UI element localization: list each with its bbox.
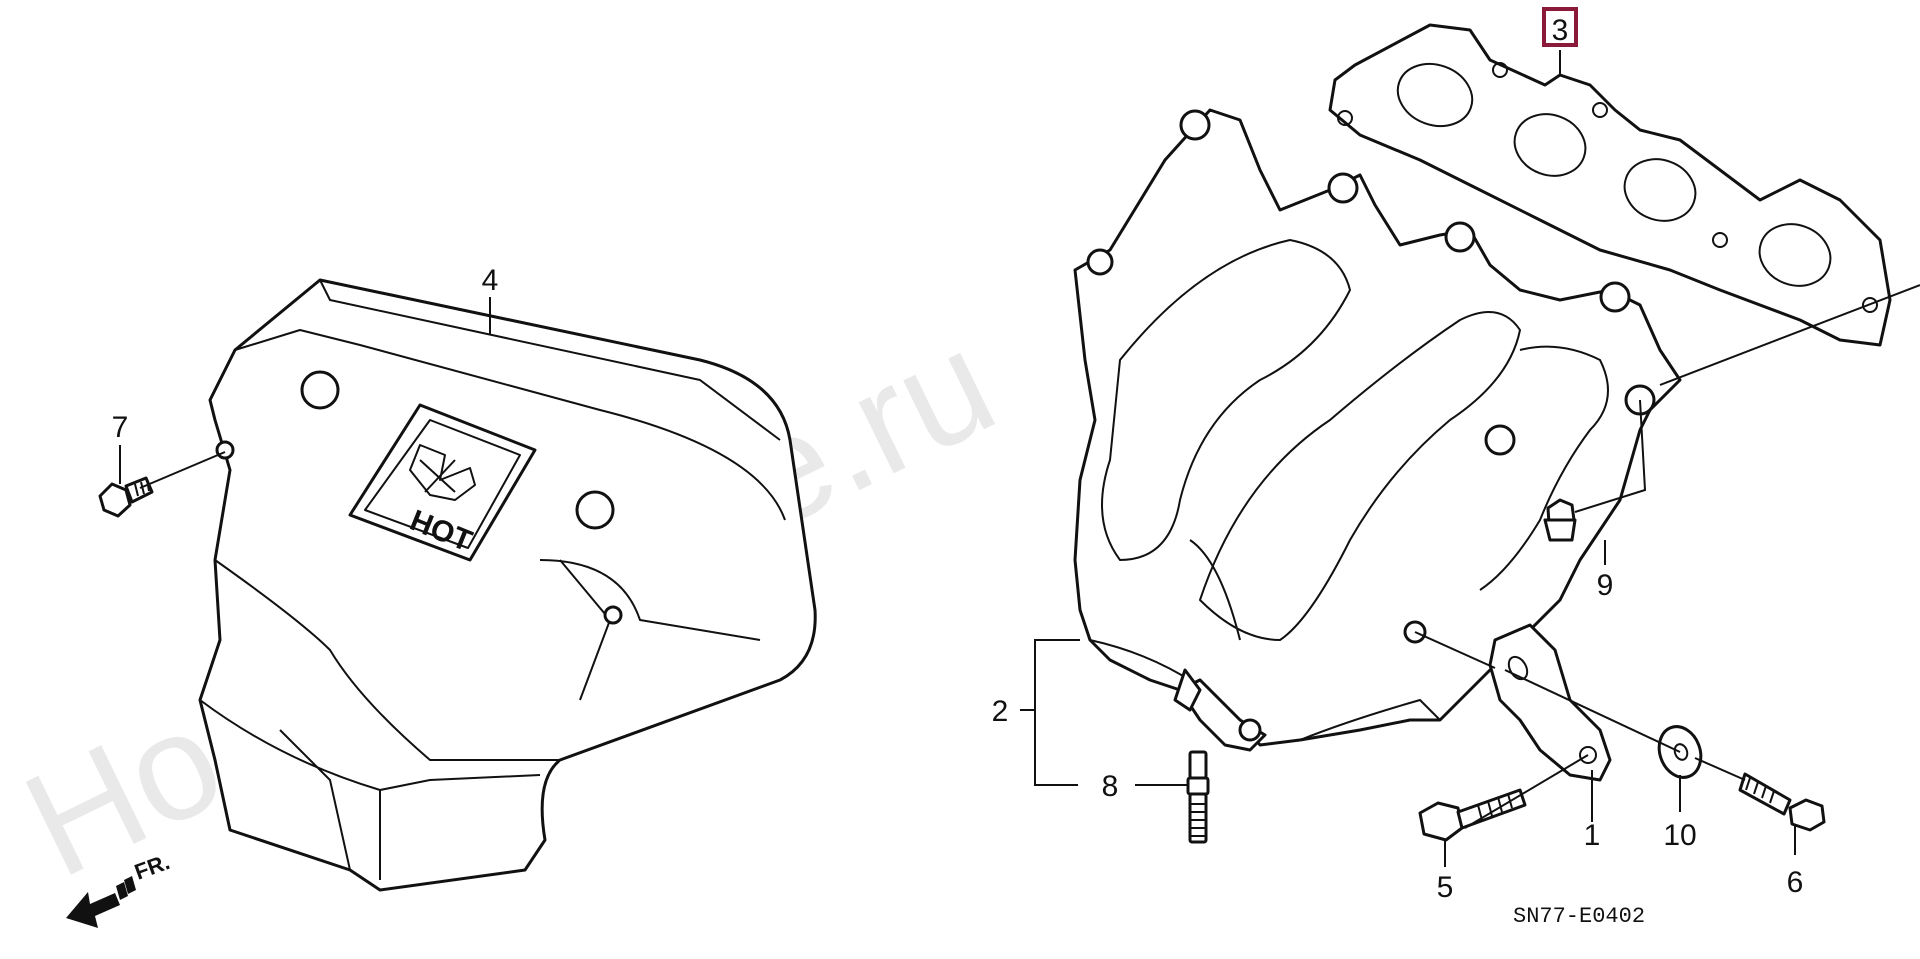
shield-hole: [575, 490, 615, 530]
exhaust-manifold[interactable]: [1073, 108, 1682, 752]
front-arrow-icon: [66, 892, 120, 928]
bracket-bolt[interactable]: [1418, 788, 1527, 842]
callout-3[interactable]: 3: [1552, 14, 1569, 47]
callout-6[interactable]: 6: [1787, 866, 1804, 899]
hot-warning-label: HOT: [348, 403, 537, 562]
callout-5[interactable]: 5: [1437, 871, 1454, 904]
callout-2[interactable]: 2: [992, 695, 1009, 728]
callout-9[interactable]: 9: [1597, 569, 1614, 602]
hand-warning-icon: [409, 444, 476, 501]
shield-hole: [300, 370, 340, 410]
manifold-stud[interactable]: [1186, 750, 1210, 844]
callout-4[interactable]: 4: [482, 264, 499, 297]
arrow-stripes: [116, 876, 136, 900]
shield-bolt-hole: [215, 440, 235, 460]
bracket-flange-bolt[interactable]: [1738, 772, 1826, 832]
shield-bolt-hole: [603, 605, 623, 625]
heat-shield-bolt[interactable]: [98, 476, 154, 518]
manifold-nut[interactable]: [1543, 498, 1577, 542]
callout-10[interactable]: 10: [1663, 819, 1696, 852]
callout-1[interactable]: 1: [1584, 819, 1601, 852]
diagram-code: SN77-E0402: [1513, 904, 1645, 929]
callout-7[interactable]: 7: [112, 411, 129, 444]
exhaust-manifold-gasket[interactable]: [1328, 23, 1892, 347]
heat-shield[interactable]: HOT: [198, 278, 817, 892]
callout-8[interactable]: 8: [1102, 770, 1119, 803]
manifold-bracket[interactable]: [1488, 623, 1612, 782]
leader-lines: [119, 50, 1920, 867]
callouts: 1 2 3 4 5 6 7 8 9 10: [112, 7, 1804, 904]
callout-3-highlight-box: [1542, 7, 1578, 47]
